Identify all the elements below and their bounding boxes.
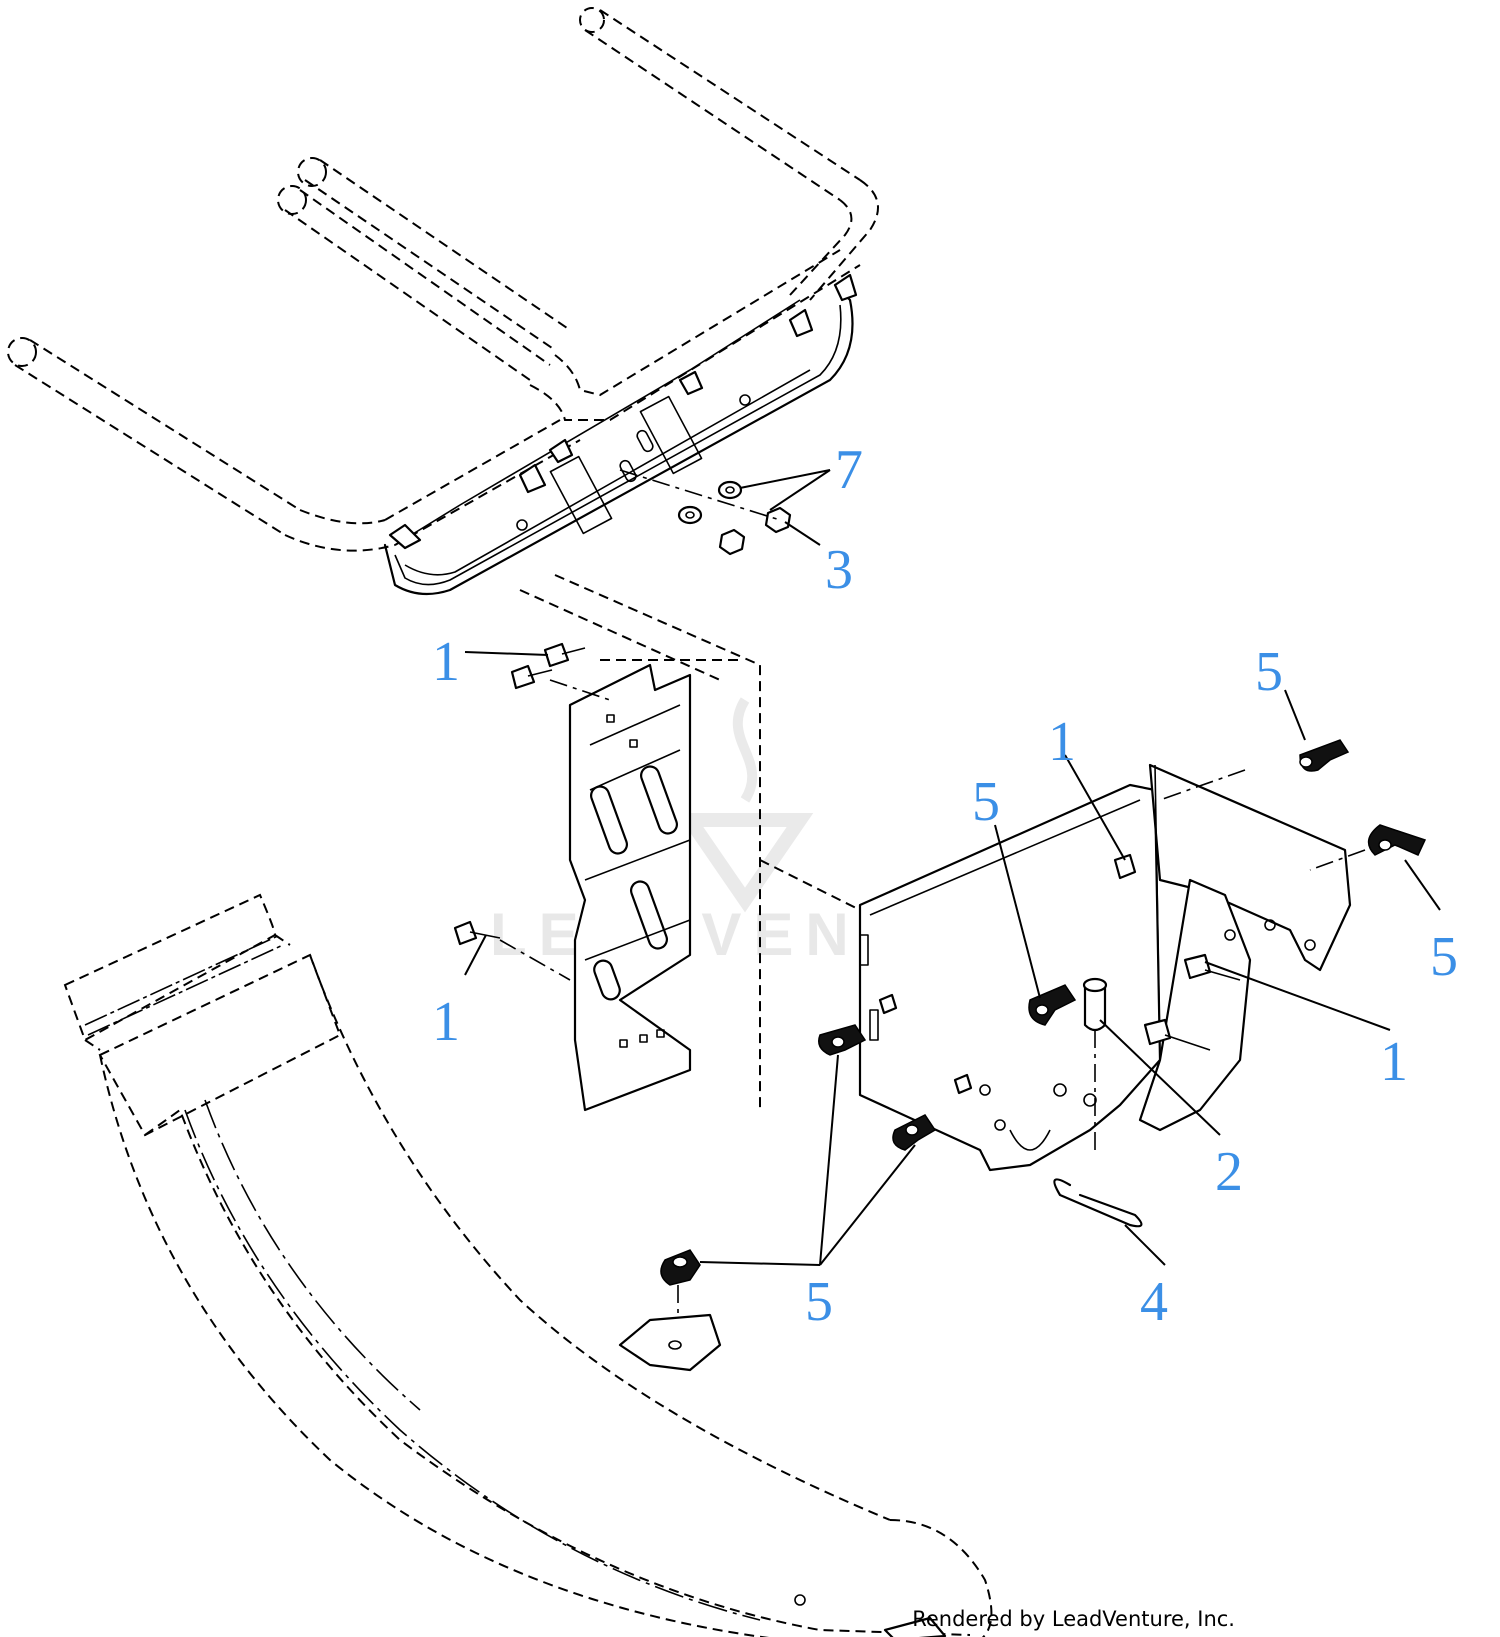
render-credit: Rendered by LeadVenture, Inc. (912, 1607, 1235, 1631)
leader-5d-3 (699, 1261, 821, 1266)
callout-1-center: 1 (1048, 711, 1076, 773)
leader-7b (769, 469, 831, 511)
callout-5-top-right: 5 (1255, 641, 1283, 703)
callout-5-bottom: 5 (805, 1271, 833, 1333)
leader-7a (739, 469, 831, 489)
knob-left-lower (892, 1114, 937, 1151)
callout-labels: 7 3 1 1 1 1 5 5 5 5 2 4 (432, 439, 1458, 1333)
leader-3 (784, 521, 821, 546)
leader-1a (464, 651, 549, 656)
callout-1-upper-left: 1 (432, 631, 460, 693)
leader-5c (1404, 859, 1441, 911)
callout-4: 4 (1140, 1271, 1168, 1333)
front-bumper (63, 893, 993, 1637)
knob-bottom (660, 1249, 701, 1340)
leader-2 (1099, 1019, 1221, 1136)
carriage-bolts-left (453, 642, 611, 981)
callout-1-right: 1 (1380, 1031, 1408, 1093)
leader-1c (1064, 754, 1126, 861)
knob-left-upper (818, 1024, 867, 1056)
leader-4 (1124, 1224, 1166, 1266)
handle-frame (7, 7, 879, 596)
callout-7: 7 (835, 439, 863, 501)
callout-5-right: 5 (1430, 926, 1458, 988)
knob-top-right (1299, 739, 1350, 772)
leader-5a (994, 824, 1041, 999)
vertical-bracket (519, 574, 761, 1112)
callout-1-lower-left: 1 (432, 991, 460, 1053)
knob-right (1367, 824, 1427, 856)
leader-lines (464, 469, 1441, 1266)
callout-5-center: 5 (972, 771, 1000, 833)
hairpin-clip (1053, 1178, 1143, 1228)
washers-and-nuts (619, 469, 792, 556)
knob-center (1028, 984, 1077, 1026)
callout-3: 3 (825, 539, 853, 601)
leader-5d-2 (819, 1144, 916, 1266)
leader-1b (464, 934, 487, 976)
hitch-box (759, 763, 1352, 1172)
leader-1d (1204, 961, 1391, 1031)
leader-5b (1284, 689, 1306, 741)
leader-5d-1 (819, 1054, 839, 1266)
callout-2: 2 (1215, 1141, 1243, 1203)
